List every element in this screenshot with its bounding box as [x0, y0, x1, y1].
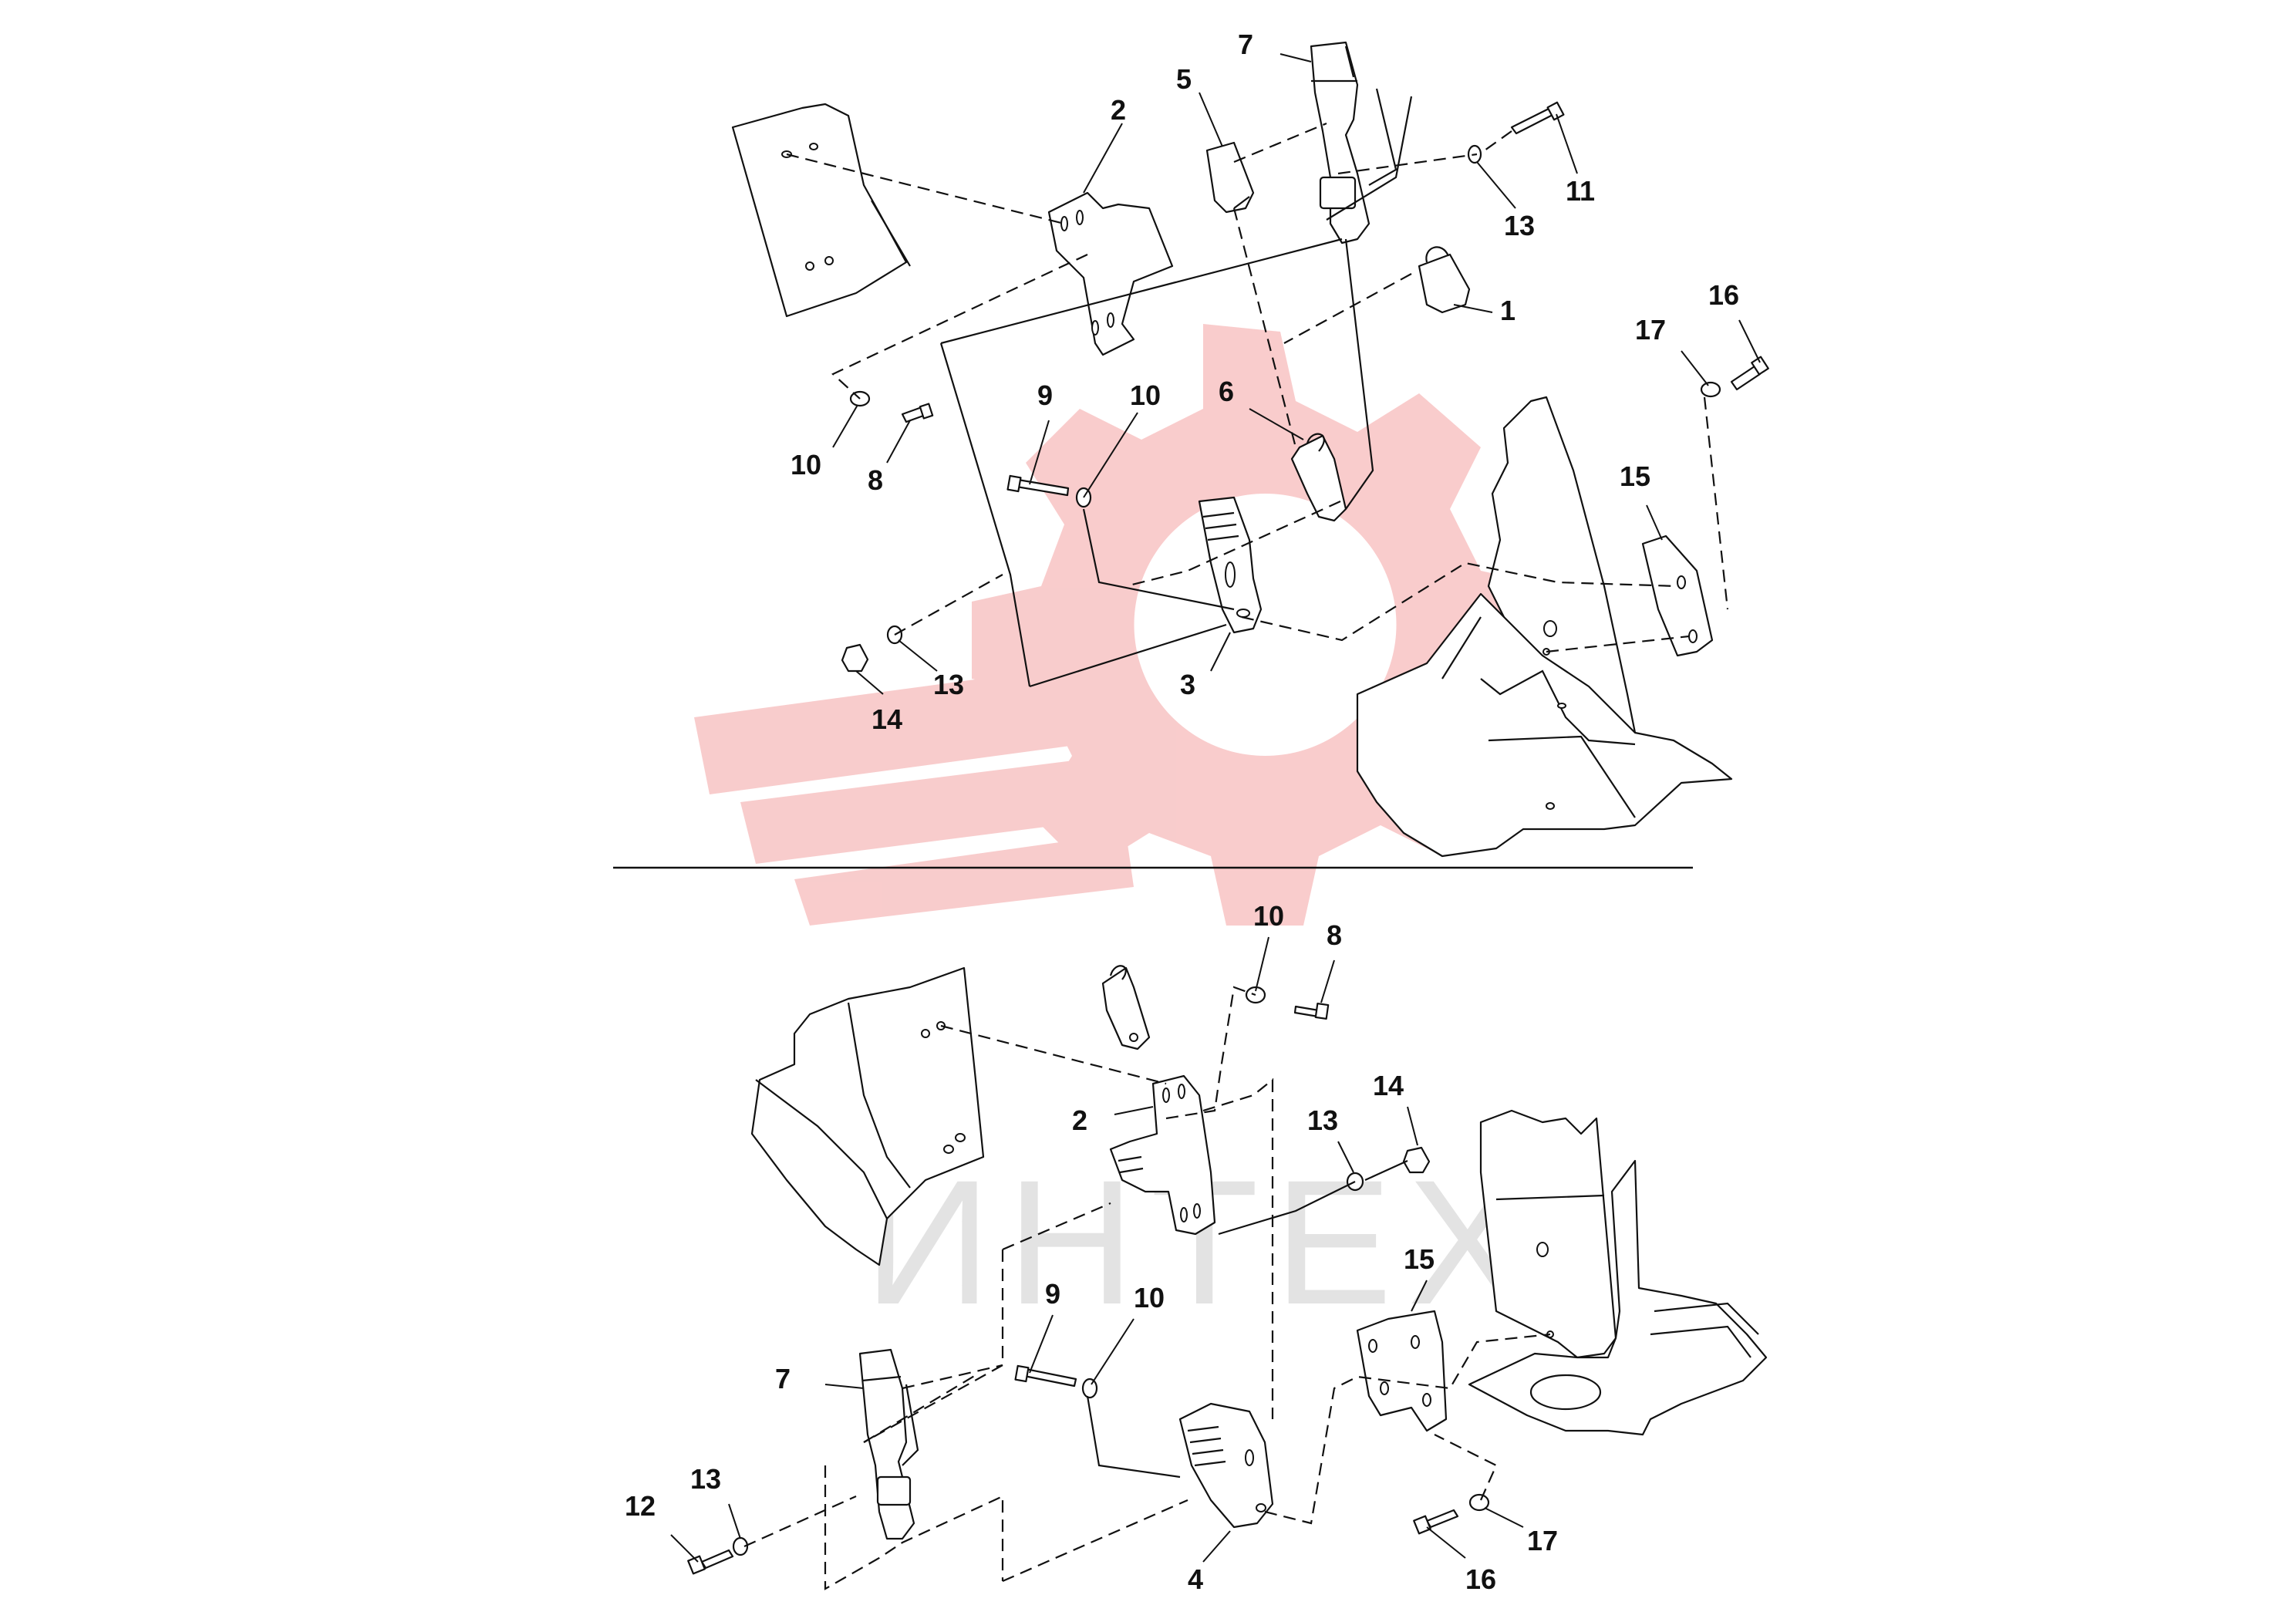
callout-13-bottom: 13: [690, 1463, 721, 1495]
callout-9: 9: [1037, 379, 1053, 411]
callout-1: 1: [1500, 295, 1515, 326]
callout-14-bottom: 14: [1373, 1070, 1404, 1101]
mount-bracket-part-15-bottom: [1356, 1310, 1448, 1432]
callout-8: 8: [868, 464, 883, 496]
callout-12: 12: [625, 1490, 656, 1522]
callout-16: 16: [1708, 279, 1739, 311]
callout-10-bottom: 10: [1253, 900, 1284, 932]
callout-17: 17: [1635, 314, 1666, 346]
washer-part-17-bottom: [1468, 1493, 1490, 1512]
top-view: 1 2 3 5 6 7 8 9 10 10 11 13 13 14 15 16 …: [731, 29, 1769, 858]
callout-7-bottom: 7: [775, 1363, 791, 1394]
latch-keeper-part-6-bottom: [1101, 966, 1151, 1050]
latch-catch-part-5: [1205, 141, 1255, 214]
callout-9-bottom: 9: [1045, 1278, 1060, 1310]
callout-6: 6: [1219, 376, 1234, 407]
rubber-latch-part-7: [1310, 41, 1371, 244]
bottom-view: 2 4 7 8 9 10 10 12 13 13 14 15 16 17: [625, 900, 1768, 1595]
washer-part-17: [1700, 381, 1721, 398]
hinge-bracket-part-4: [1178, 1402, 1274, 1529]
nut-part-14: [841, 643, 869, 673]
callout-8-bottom: 8: [1327, 919, 1342, 951]
callout-13b: 13: [933, 669, 964, 700]
callout-14: 14: [872, 703, 902, 735]
callout-16-bottom: 16: [1465, 1563, 1496, 1595]
callout-7: 7: [1238, 29, 1253, 60]
bracket-part-2: [1047, 191, 1174, 356]
nut-part-14-bottom: [1402, 1146, 1431, 1174]
washer-part-10b-bottom: [1081, 1378, 1098, 1399]
padlock-part-1: [1418, 253, 1471, 314]
callout-3: 3: [1180, 669, 1195, 700]
callout-10b: 10: [1130, 379, 1161, 411]
frame-base-right: [1356, 592, 1733, 858]
callout-10b-bottom: 10: [1134, 1282, 1165, 1313]
callout-15-bottom: 15: [1404, 1243, 1435, 1275]
callout-15: 15: [1620, 460, 1650, 492]
fender-panel-left: [750, 966, 985, 1266]
left-side-panel: [731, 103, 908, 318]
callout-17-bottom: 17: [1527, 1525, 1558, 1556]
bolt-part-12: [700, 1549, 734, 1570]
bolt-part-9-bottom: [1023, 1367, 1077, 1388]
callout-5: 5: [1176, 63, 1192, 95]
bolt-part-16-bottom: [1425, 1509, 1459, 1529]
latch-keeper-part-6: [1290, 434, 1347, 522]
callout-13b-bottom: 13: [1307, 1104, 1338, 1136]
mount-bracket-part-15: [1641, 534, 1714, 657]
callout-4: 4: [1188, 1563, 1203, 1595]
callout-2-bottom: 2: [1072, 1104, 1087, 1136]
callout-10: 10: [791, 449, 821, 481]
callout-2: 2: [1111, 94, 1126, 126]
bolt-part-11: [1510, 106, 1556, 135]
frame-base-bottom: [1468, 1159, 1768, 1436]
callout-11: 11: [1566, 175, 1595, 207]
callout-13: 13: [1504, 210, 1535, 241]
